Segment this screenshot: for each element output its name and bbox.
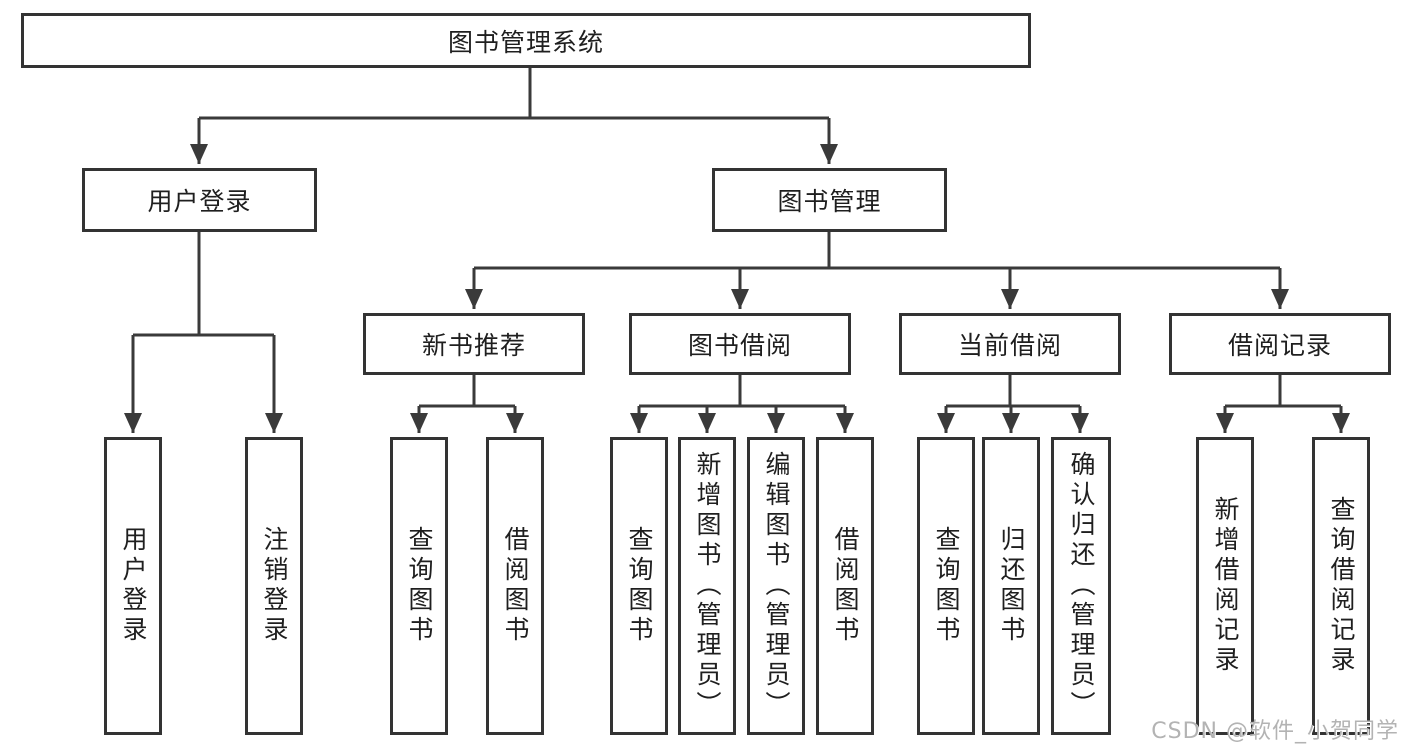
node-book-management-branch-label: 图书管理 — [777, 187, 882, 216]
node-current-borrowing-label: 当前借阅 — [957, 331, 1062, 360]
leaf-newbook-query-books-label: 查询图书 — [405, 526, 434, 646]
leaf-user-login-label: 用户登录 — [119, 526, 148, 646]
leaf-records-query-record: 查询借阅记录 — [1312, 437, 1370, 735]
leaf-borrow-borrow-books: 借阅图书 — [816, 437, 874, 735]
node-book-borrowing: 图书借阅 — [629, 313, 851, 375]
leaf-current-return-books-label: 归还图书 — [997, 526, 1026, 646]
node-user-login-branch-label: 用户登录 — [147, 187, 252, 216]
leaf-current-return-books: 归还图书 — [982, 437, 1040, 735]
leaf-newbook-borrow-books: 借阅图书 — [486, 437, 544, 735]
leaf-newbook-query-books: 查询图书 — [390, 437, 448, 735]
leaf-borrow-query-books-label: 查询图书 — [625, 526, 654, 646]
leaf-borrow-query-books: 查询图书 — [610, 437, 668, 735]
node-root-system-label: 图书管理系统 — [447, 27, 604, 57]
leaf-borrow-add-books-admin: 新增图书（管理员） — [678, 437, 736, 735]
csdn-watermark: CSDN @软件_小贺同学 — [1151, 719, 1399, 744]
leaf-user-login: 用户登录 — [104, 437, 162, 735]
leaf-current-confirm-return-admin-label: 确认归还（管理员） — [1067, 451, 1096, 721]
leaf-newbook-borrow-books-label: 借阅图书 — [501, 526, 530, 646]
leaf-logout: 注销登录 — [245, 437, 303, 735]
leaf-records-query-record-label: 查询借阅记录 — [1327, 496, 1356, 676]
leaf-records-add-record: 新增借阅记录 — [1196, 437, 1254, 735]
leaf-borrow-add-books-admin-label: 新增图书（管理员） — [693, 451, 722, 721]
leaf-current-confirm-return-admin: 确认归还（管理员） — [1051, 437, 1111, 735]
leaf-current-query-books: 查询图书 — [917, 437, 975, 735]
node-new-book-recommend: 新书推荐 — [363, 313, 585, 375]
leaf-logout-label: 注销登录 — [260, 526, 289, 646]
node-book-borrowing-label: 图书借阅 — [687, 331, 792, 360]
leaf-current-query-books-label: 查询图书 — [932, 526, 961, 646]
node-borrow-records-label: 借阅记录 — [1227, 331, 1332, 360]
node-current-borrowing: 当前借阅 — [899, 313, 1121, 375]
node-book-management-branch: 图书管理 — [712, 168, 947, 232]
node-user-login-branch: 用户登录 — [82, 168, 317, 232]
leaf-borrow-borrow-books-label: 借阅图书 — [831, 526, 860, 646]
leaf-borrow-edit-books-admin: 编辑图书（管理员） — [747, 437, 805, 735]
node-borrow-records: 借阅记录 — [1169, 313, 1391, 375]
leaf-borrow-edit-books-admin-label: 编辑图书（管理员） — [762, 451, 791, 721]
node-new-book-recommend-label: 新书推荐 — [421, 331, 526, 360]
leaf-records-add-record-label: 新增借阅记录 — [1211, 496, 1240, 676]
node-root-system: 图书管理系统 — [21, 13, 1031, 68]
